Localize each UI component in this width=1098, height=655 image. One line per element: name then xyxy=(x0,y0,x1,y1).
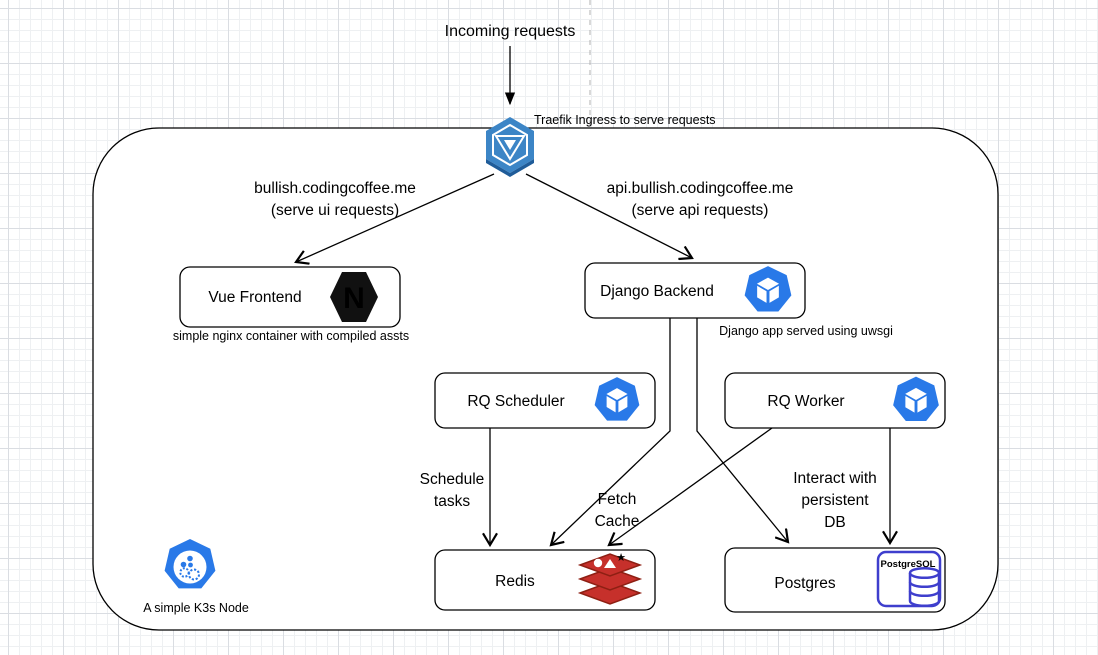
k3s-node-caption: A simple K3s Node xyxy=(143,601,249,615)
traefik-ingress-caption: Traefik Ingress to serve requests xyxy=(534,113,716,127)
django-backend-label: Django Backend xyxy=(600,283,714,300)
api-route-note: (serve api requests) xyxy=(632,202,769,219)
ui-route-host: bullish.codingcoffee.me xyxy=(254,180,416,197)
fetch-cache-label-line1: Fetch xyxy=(598,491,637,508)
redis-icon: ★ xyxy=(577,552,643,605)
edge-ingress-to-django xyxy=(525,173,692,258)
schedule-tasks-label-line2: tasks xyxy=(434,493,470,510)
traefik-ingress-icon xyxy=(486,117,534,177)
edge-django-to-postgres xyxy=(696,318,788,542)
edge-ingress-to-vue xyxy=(296,173,495,262)
interact-db-label-line2: persistent xyxy=(801,492,869,509)
api-route-host: api.bullish.codingcoffee.me xyxy=(607,180,794,197)
postgresql-icon-text: PostgreSQL xyxy=(881,559,936,570)
redis-label: Redis xyxy=(495,573,535,590)
postgresql-icon: PostgreSQL xyxy=(876,550,942,608)
rq-worker-node xyxy=(724,372,946,429)
incoming-requests-label: Incoming requests xyxy=(445,23,576,40)
svg-text:★: ★ xyxy=(616,552,626,564)
k3s-node-icon xyxy=(164,539,216,589)
edge-django-to-redis xyxy=(551,318,671,545)
interact-db-label-line1: Interact with xyxy=(793,470,877,487)
fetch-cache-label-line2: Cache xyxy=(595,513,640,530)
rq-worker-label: RQ Worker xyxy=(767,393,844,410)
edge-rqworker-to-redis xyxy=(609,427,773,545)
nginx-icon: N xyxy=(330,272,378,322)
ui-route-note: (serve ui requests) xyxy=(271,202,399,219)
rq-scheduler-label: RQ Scheduler xyxy=(467,393,564,410)
vue-frontend-label: Vue Frontend xyxy=(208,289,301,306)
django-backend-caption: Django app served using uwsgi xyxy=(719,324,893,338)
svg-text:N: N xyxy=(343,282,365,315)
interact-db-label-line3: DB xyxy=(824,514,846,531)
postgres-label: Postgres xyxy=(774,575,835,592)
vue-frontend-caption: simple nginx container with compiled ass… xyxy=(173,329,409,343)
schedule-tasks-label-line1: Schedule xyxy=(420,471,485,488)
